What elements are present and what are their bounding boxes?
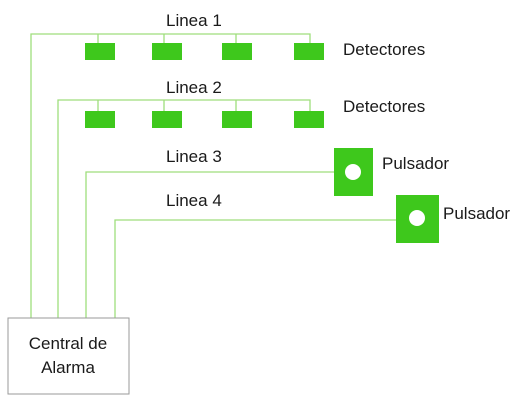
detectors-line-2-label: Detectores	[343, 97, 425, 116]
detector-2-1	[85, 111, 115, 128]
central-alarma-panel: Central de Alarma	[7, 317, 130, 395]
pulsador-line-4	[396, 195, 439, 243]
central-alarma-box	[7, 317, 130, 395]
detector-1-2	[152, 43, 182, 60]
detector-2-3	[222, 111, 252, 128]
detector-2-2	[152, 111, 182, 128]
line-2-label: Linea 2	[166, 78, 222, 97]
wire-line-2	[57, 99, 311, 318]
detector-1-4	[294, 43, 324, 60]
pulsador-line-3-label: Pulsador	[382, 154, 449, 173]
pulsador-line-4-label: Pulsador	[443, 204, 510, 223]
detectors-line-1	[85, 43, 324, 60]
detectors-line-1-label: Detectores	[343, 40, 425, 59]
line-3-label: Linea 3	[166, 147, 222, 166]
line-1-label: Linea 1	[166, 11, 222, 30]
central-alarma-line-1: Central de	[29, 334, 107, 353]
detector-2-4	[294, 111, 324, 128]
detector-1-3	[222, 43, 252, 60]
pulsador-line-3	[334, 148, 373, 196]
detector-1-1	[85, 43, 115, 60]
wire-line-3	[85, 171, 336, 318]
central-alarma-line-2: Alarma	[41, 358, 95, 377]
pulsador-line-3-button-icon	[345, 164, 361, 180]
pulsador-line-4-button-icon	[409, 210, 425, 226]
wire-line-4	[114, 219, 396, 318]
line-4-label: Linea 4	[166, 191, 222, 210]
detectors-line-2	[85, 111, 324, 128]
wires	[30, 33, 396, 318]
wire-line-1	[30, 33, 311, 318]
